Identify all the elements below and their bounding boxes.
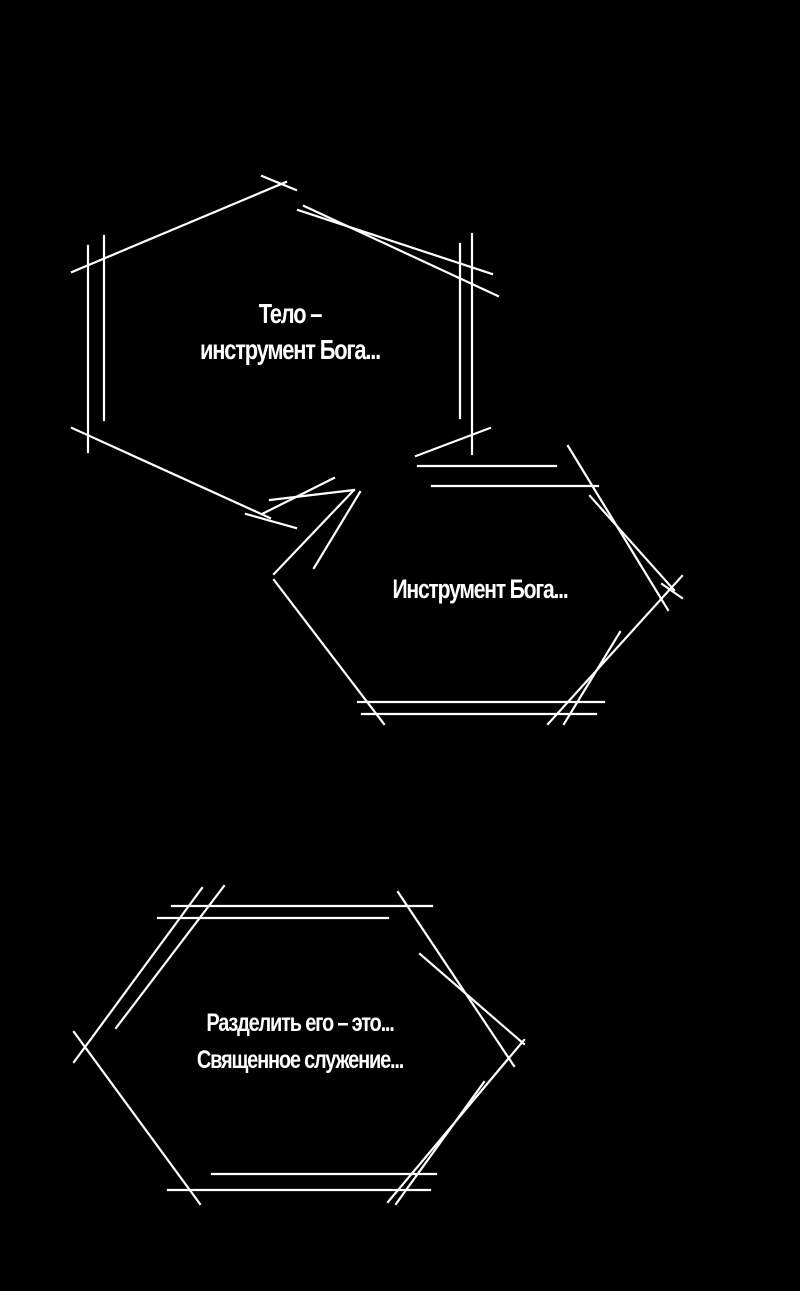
- bubble-2-frame: [272, 444, 684, 726]
- bubble-1-text: Тело – инструмент Бога...: [157, 296, 422, 368]
- bubble-3-line-2: Священное служение...: [196, 1045, 404, 1074]
- bubble-2-line-1: Инструмент Бога...: [392, 574, 568, 604]
- bubble-2-text: Инструмент Бога...: [363, 572, 597, 607]
- bubble-1-line-2: инструмент Бога...: [199, 333, 381, 365]
- bubble-3-text: Разделить его – это... Священное служени…: [164, 1005, 436, 1078]
- bubble-3-line-1: Разделить его – это...: [206, 1009, 395, 1037]
- bubble-3-frame: [72, 884, 526, 1206]
- bubble-1-frame: [70, 174, 500, 576]
- bubble-1-line-1: Тело –: [258, 298, 323, 329]
